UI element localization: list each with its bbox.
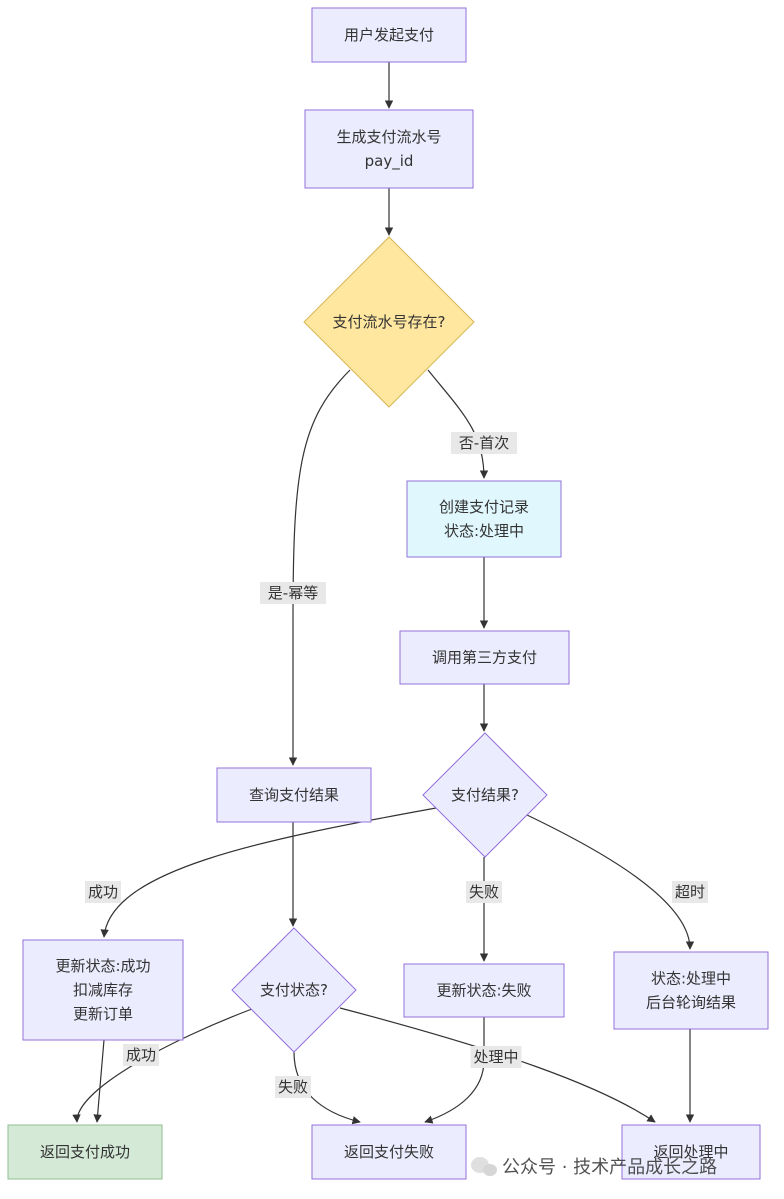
edge-label-exists-to-query: 是-幂等 xyxy=(260,582,326,604)
edge-label-status-to-ret_fail: 失败 xyxy=(275,1076,311,1098)
node-status: 支付状态? xyxy=(231,927,357,1053)
node-gen-id: 生成支付流水号 pay_id xyxy=(304,109,474,189)
node-label: pay_id xyxy=(365,152,414,171)
node-label: 返回处理中 xyxy=(653,1143,728,1161)
edge-label-result-to-pending: 超时 xyxy=(672,881,708,903)
node-label: 更新状态:成功 xyxy=(55,957,150,975)
edge-exists-to-query xyxy=(288,369,351,766)
node-exists: 支付流水号存在? xyxy=(303,236,475,408)
node-upd-fail: 更新状态:失败 xyxy=(403,963,565,1018)
node-result: 支付结果? xyxy=(422,732,548,858)
node-label: 更新订单 xyxy=(73,1005,133,1023)
node-query: 查询支付结果 xyxy=(216,767,372,823)
edge-upd_ok-to-ret_ok xyxy=(93,1039,105,1123)
edge-label-status-to-ret_pending: 处理中 xyxy=(470,1046,522,1068)
edge-label-status-to-ret_ok: 成功 xyxy=(123,1044,159,1066)
svg-text:超时: 超时 xyxy=(675,883,705,901)
node-label: 创建支付记录 xyxy=(439,498,529,516)
node-label: 支付结果? xyxy=(451,786,519,804)
edge-result-to-upd_ok xyxy=(100,807,437,938)
watermark: 公众号 · 技术产品成长之路 xyxy=(471,1157,717,1178)
wechat-icon xyxy=(471,1157,497,1176)
edge-exists-to-create xyxy=(427,369,489,479)
edge-result-to-pending xyxy=(526,814,695,950)
edge-label-exists-to-create: 否-首次 xyxy=(451,432,517,454)
edge-upd_fail-to-ret_fail xyxy=(424,1017,485,1124)
svg-text:失败: 失败 xyxy=(469,883,499,901)
node-label: 状态:处理中 xyxy=(444,522,524,540)
edge-status-to-ret_fail xyxy=(293,1051,361,1125)
node-ret-ok: 返回支付成功 xyxy=(7,1124,163,1180)
node-label: 状态:处理中 xyxy=(651,970,731,988)
node-ret-pending: 返回处理中 xyxy=(621,1124,761,1180)
svg-text:成功: 成功 xyxy=(88,883,118,901)
node-start: 用户发起支付 xyxy=(311,7,467,63)
node-label: 扣减库存 xyxy=(73,981,133,999)
svg-text:处理中: 处理中 xyxy=(473,1048,518,1066)
node-label: 更新状态:失败 xyxy=(436,982,531,1000)
node-ret-fail: 返回支付失败 xyxy=(311,1124,467,1180)
watermark-text: 公众号 · 技术产品成长之路 xyxy=(502,1157,717,1178)
node-label: 用户发起支付 xyxy=(344,26,434,44)
node-label: 后台轮询结果 xyxy=(646,994,736,1012)
node-label: 返回支付成功 xyxy=(40,1143,130,1161)
svg-text:否-首次: 否-首次 xyxy=(459,434,509,452)
svg-text:失败: 失败 xyxy=(278,1078,308,1096)
node-label: 生成支付流水号 xyxy=(336,128,441,146)
node-label: 调用第三方支付 xyxy=(432,649,537,667)
node-call3rd: 调用第三方支付 xyxy=(399,630,570,685)
node-label: 返回支付失败 xyxy=(344,1143,434,1161)
edge-label-result-to-upd_fail: 失败 xyxy=(466,881,502,903)
node-label: 查询支付结果 xyxy=(249,786,339,804)
edge-labels-layer: 否-首次是-幂等成功失败超时成功失败处理中 xyxy=(85,432,708,1098)
svg-text:成功: 成功 xyxy=(126,1046,156,1064)
node-label: 支付流水号存在? xyxy=(333,313,446,331)
node-label: 支付状态? xyxy=(260,981,328,999)
edge-label-result-to-upd_ok: 成功 xyxy=(85,881,121,903)
edge-status-to-ret_pending xyxy=(339,1007,656,1123)
svg-text:是-幂等: 是-幂等 xyxy=(268,584,318,602)
nodes-layer: 用户发起支付生成支付流水号pay_id支付流水号存在?创建支付记录状态:处理中调… xyxy=(7,7,769,1180)
